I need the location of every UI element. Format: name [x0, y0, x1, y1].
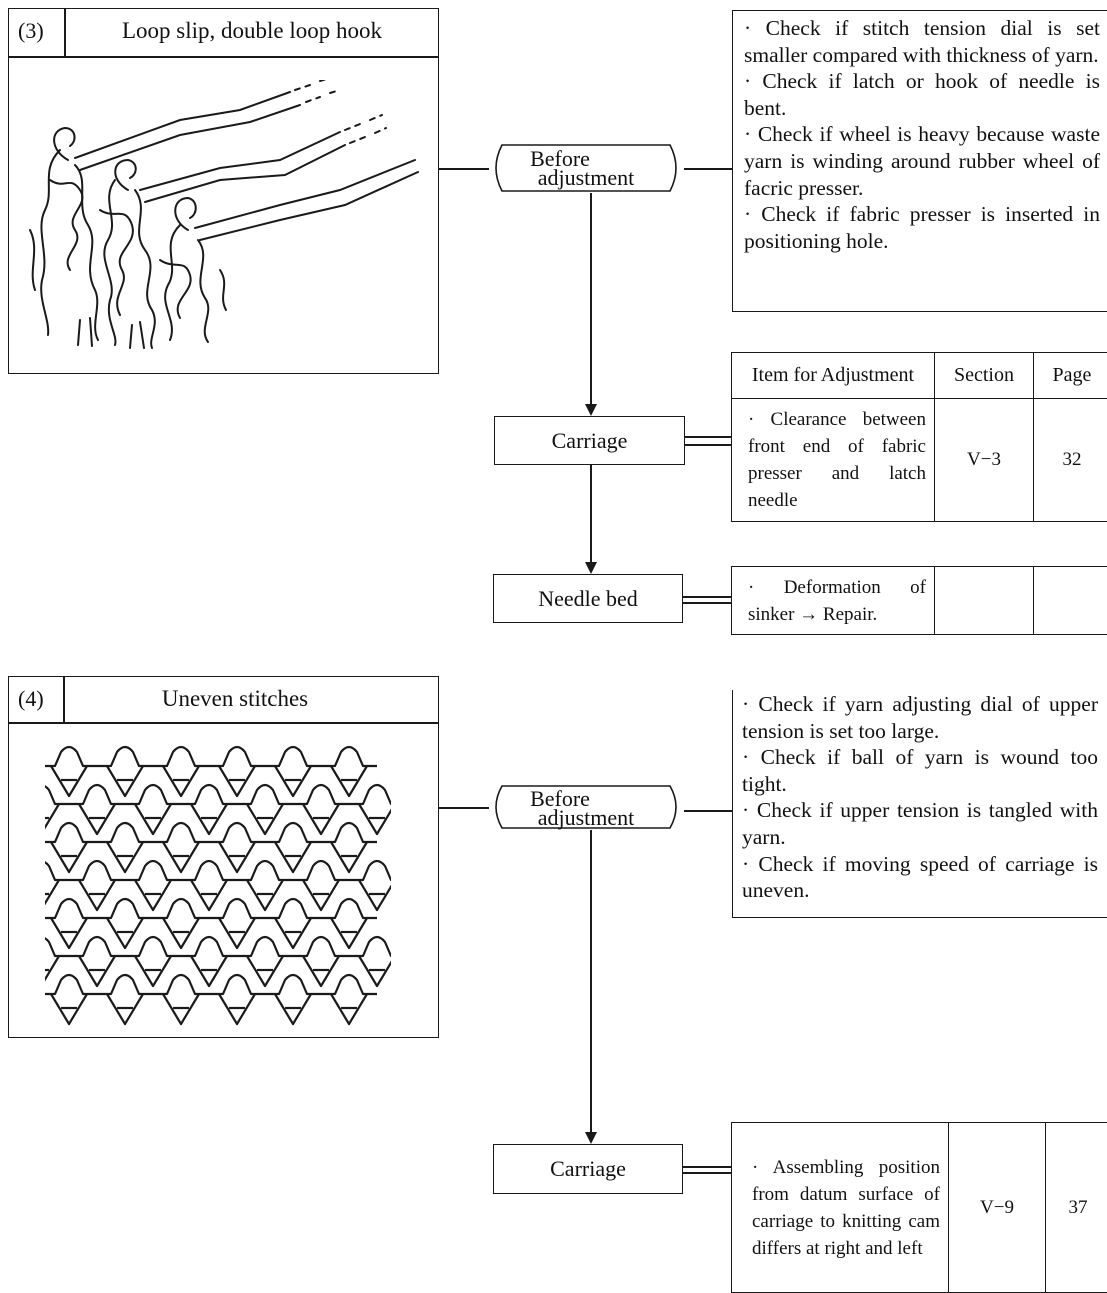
carriage-page: 37: [1045, 1122, 1107, 1293]
carriage-connector: [685, 436, 732, 438]
carriage-connector: [683, 1166, 732, 1168]
section3-check-list: · Check if stitch tension dial is set sm…: [744, 15, 1100, 254]
section3-flow-line-1: [590, 193, 592, 406]
section4-check-list: · Check if yarn adjusting dial of upper …: [742, 691, 1098, 904]
section4-before-adjustment-label: Before adjustment: [488, 788, 684, 830]
section3-title: Loop slip, double loop hook: [121, 18, 383, 43]
table-row-spacer: [732, 522, 1107, 567]
section4-adjustment-table: · Assembling position from datum surface…: [731, 1122, 1107, 1293]
needle-bed-page: [1033, 566, 1107, 635]
table-row: · Deformation of sinker → Repair.: [731, 566, 1107, 635]
section4-title: Uneven stitches: [161, 686, 309, 711]
section4-checks-box: [732, 690, 1107, 918]
section4-before-adjustment-shape: [495, 785, 677, 829]
loop-slip-illustration: [29, 80, 419, 349]
section4-number: (4): [18, 686, 44, 711]
table-row: · Assembling position from datum surface…: [731, 1122, 1107, 1293]
section3-adjustment-table: Item for Adjustment Section Page · Clear…: [731, 352, 1107, 635]
section4-check-item: · Check if upper tension is tangled with…: [742, 798, 1098, 849]
spacer-cell: [935, 522, 1034, 567]
table-header-row: Item for Adjustment Section Page: [731, 352, 1107, 399]
section3-check-item: · Check if latch or hook of needle is be…: [744, 69, 1100, 120]
section4-title-divider: [8, 722, 439, 724]
section4-flow-line: [590, 830, 592, 1134]
section4-carriage-step: Carriage: [493, 1144, 683, 1194]
header-page: Page: [1033, 352, 1107, 399]
section3-flow-line-2: [590, 465, 592, 564]
section4-connector-left: [439, 807, 489, 809]
section3-title-divider: [8, 56, 439, 58]
before-label-line2: adjustment: [537, 805, 635, 830]
spacer-cell: [732, 522, 935, 567]
carriage-section: V−3: [934, 398, 1034, 522]
section4-panel: [8, 676, 439, 1038]
section3-connector-right: [684, 168, 732, 170]
before-label-line1: Before: [530, 146, 590, 171]
carriage-connector: [685, 444, 732, 446]
carriage-connector: [683, 1172, 732, 1174]
carriage-adjustment-item: · Clearance between front end of fabric …: [731, 398, 935, 522]
section4-number-divider: [63, 676, 65, 722]
section3-carriage-step: Carriage: [494, 416, 685, 465]
needle-bed-connector: [683, 596, 732, 598]
arrow-down-icon: [585, 1132, 597, 1144]
header-section: Section: [934, 352, 1034, 399]
uneven-stitches-illustration: [45, 742, 395, 1032]
section4-check-item: · Check if moving speed of carriage is u…: [742, 851, 1098, 903]
section3-checks-box: [732, 10, 1107, 312]
header-item: Item for Adjustment: [731, 352, 935, 399]
section3-before-adjustment-shape: [495, 144, 677, 192]
needle-bed-connector: [683, 602, 732, 604]
section3-check-item: · Check if stitch tension dial is set sm…: [744, 16, 1100, 67]
section3-number-divider: [64, 8, 66, 56]
arrow-down-icon: [585, 562, 597, 574]
section4-connector-right: [684, 810, 732, 812]
section3-check-item: · Check if fabric presser is inserted in…: [744, 202, 1100, 253]
section3-needle-bed-step: Needle bed: [493, 574, 683, 623]
section3-check-item: · Check if wheel is heavy because waste …: [744, 122, 1100, 200]
spacer-cell: [1034, 522, 1107, 567]
before-label-line2: adjustment: [537, 165, 635, 190]
needle-bed-section: [934, 566, 1034, 635]
section3-number: (3): [18, 18, 44, 43]
before-label-line1: Before: [530, 786, 590, 811]
table-row: · Clearance between front end of fabric …: [731, 398, 1107, 522]
carriage-page: 32: [1033, 398, 1107, 522]
arrow-down-icon: [585, 404, 597, 416]
carriage-section: V−9: [948, 1122, 1046, 1293]
section3-connector-left: [439, 168, 489, 170]
section4-check-item: · Check if yarn adjusting dial of upper …: [742, 692, 1098, 743]
section3-before-adjustment-label: Before adjustment: [488, 148, 684, 190]
carriage-adjustment-item: · Assembling position from datum surface…: [731, 1122, 949, 1293]
section4-check-item: · Check if ball of yarn is wound too tig…: [742, 745, 1098, 796]
needle-bed-adjustment-item: · Deformation of sinker → Repair.: [731, 566, 935, 635]
